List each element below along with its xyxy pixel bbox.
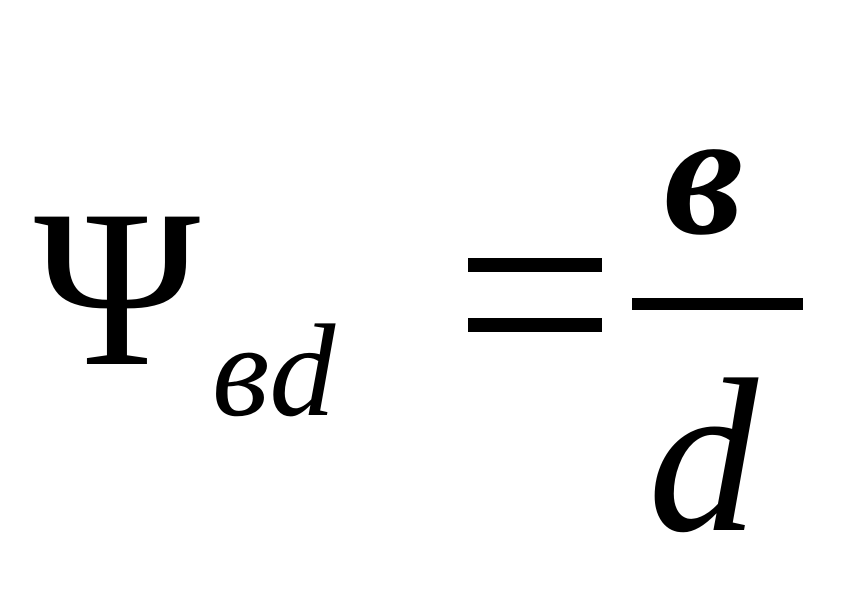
- fraction-denominator: d: [648, 334, 758, 578]
- equals-sign-top-bar: [468, 258, 602, 272]
- fraction-bar: [632, 298, 803, 310]
- psi-symbol: Ψ: [34, 163, 201, 413]
- psi-subscript: вd: [212, 297, 336, 444]
- fraction-numerator: в: [664, 74, 744, 272]
- equals-sign-bottom-bar: [468, 318, 602, 332]
